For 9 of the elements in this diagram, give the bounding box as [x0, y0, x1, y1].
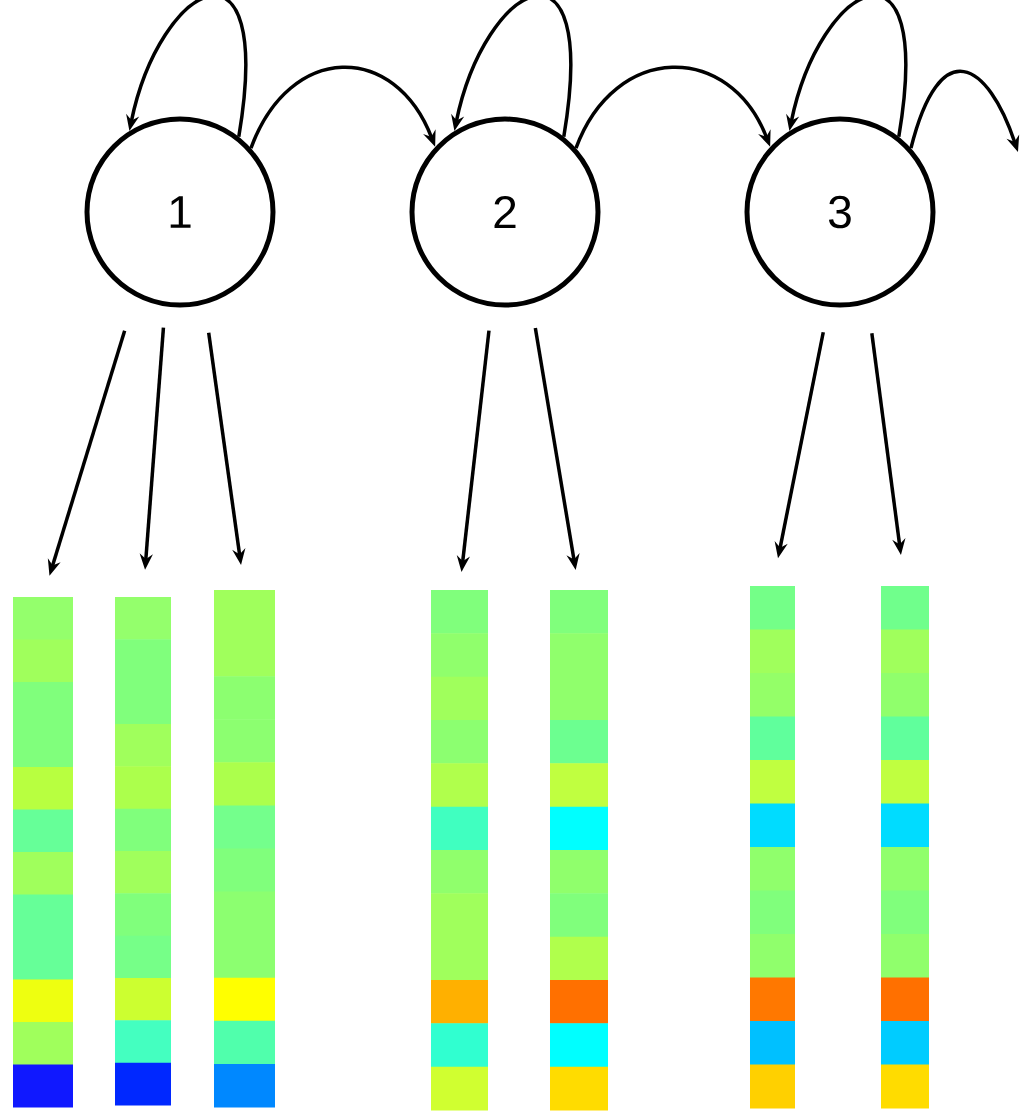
arrow [249, 65, 436, 149]
arrow [574, 65, 771, 149]
color-bar [214, 590, 275, 1108]
color-bar [431, 590, 488, 1111]
color-bar [750, 586, 795, 1109]
color-bar [13, 597, 73, 1108]
color-bar [550, 590, 608, 1111]
color-bar [115, 597, 171, 1106]
color-bar [881, 586, 929, 1109]
